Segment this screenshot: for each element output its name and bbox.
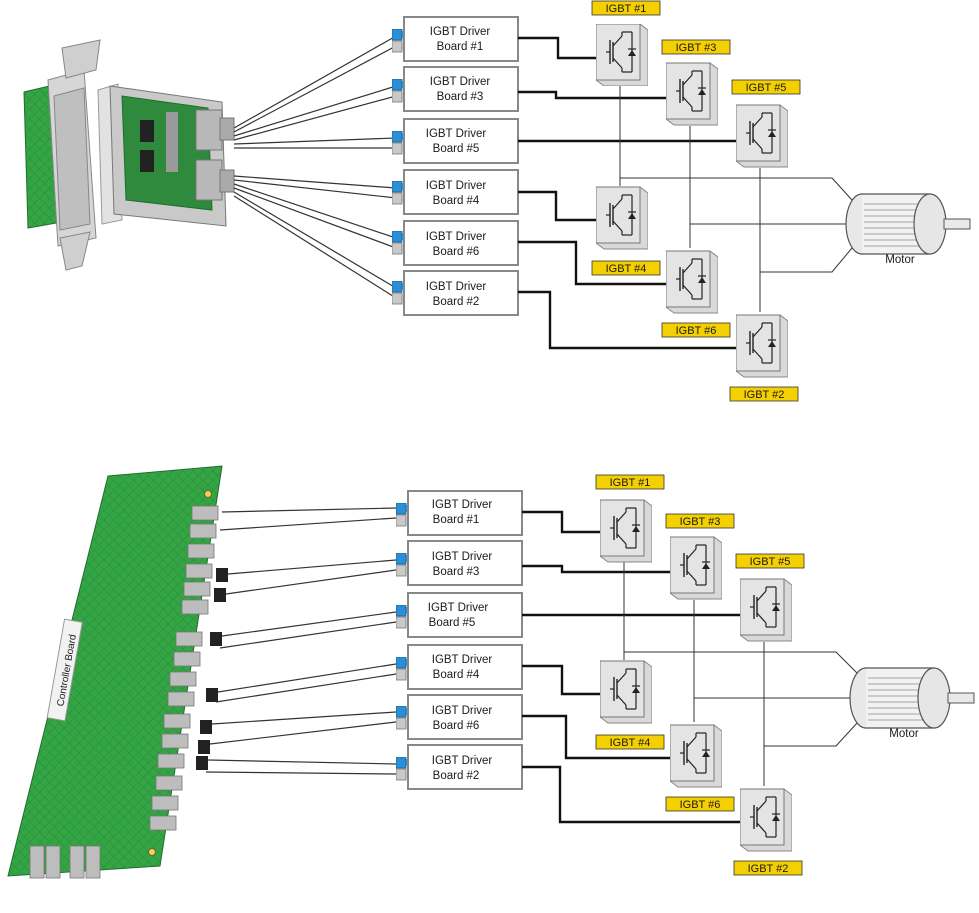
driver-board-2: IGBT Driver Board #2	[392, 270, 519, 316]
top-connector-board-photo	[23, 39, 235, 271]
igbt-tag-2: IGBT #2	[744, 389, 785, 401]
bottom-fiber-cables	[205, 507, 397, 775]
driver-board-1: IGBT Driver Board #1	[392, 16, 519, 62]
driver-board-5-line2: Board #5	[429, 617, 476, 629]
driver-board-6: IGBT Driver Board #6	[396, 694, 523, 740]
driver-board-1: IGBT Driver Board #1	[396, 490, 523, 536]
driver-board-1-line2: Board #1	[433, 514, 480, 526]
top-igbt-tags: IGBT #1 IGBT #3 IGBT #5 IGBT #4 IGBT #6 …	[591, 0, 801, 402]
driver-board-3-line2: Board #3	[433, 566, 480, 578]
driver-board-4: IGBT Driver Board #4	[396, 644, 523, 690]
driver-board-6-line2: Board #6	[433, 720, 480, 732]
motor-label: Motor	[885, 254, 915, 266]
igbt-tag-3: IGBT #3	[676, 42, 717, 54]
driver-board-1-line1: IGBT Driver	[430, 26, 491, 38]
driver-board-5: IGBT Driver Board #5	[392, 118, 519, 164]
driver-board-2-line2: Board #2	[433, 296, 480, 308]
driver-board-3-line1: IGBT Driver	[430, 76, 491, 88]
driver-board-6-line1: IGBT Driver	[432, 705, 493, 717]
controller-board-photo: Controller Board	[7, 465, 228, 879]
bottom-gate-wires	[522, 510, 742, 824]
top-gate-wires	[518, 36, 738, 350]
bottom-power-bus	[623, 560, 859, 786]
driver-board-4-line2: Board #4	[433, 195, 480, 207]
driver-board-1-line2: Board #1	[437, 41, 484, 53]
igbt-tag-4: IGBT #4	[606, 263, 647, 275]
top-fiber-cables	[233, 35, 397, 299]
bottom-igbt-tags: IGBT #1 IGBT #3 IGBT #5 IGBT #4 IGBT #6 …	[595, 474, 805, 876]
top-diagram: IGBT Driver Board #1 IGBT Driver Board #…	[23, 0, 971, 402]
igbt-tag-1: IGBT #1	[610, 477, 651, 489]
driver-board-1-line1: IGBT Driver	[432, 499, 493, 511]
driver-board-2: IGBT Driver Board #2	[396, 744, 523, 790]
igbt-tag-3: IGBT #3	[680, 516, 721, 528]
driver-board-3-line2: Board #3	[437, 91, 484, 103]
driver-board-4-line2: Board #4	[433, 669, 480, 681]
driver-board-4-line1: IGBT Driver	[426, 180, 487, 192]
driver-board-2-line2: Board #2	[433, 770, 480, 782]
motor-label: Motor	[889, 728, 919, 740]
igbt-tag-6: IGBT #6	[676, 325, 717, 337]
bottom-motor: Motor	[849, 667, 975, 740]
driver-board-6-line1: IGBT Driver	[426, 231, 487, 243]
driver-board-5: IGBT Driver Board #5	[396, 592, 523, 638]
bottom-diagram: Controller Board	[7, 465, 975, 879]
igbt-tag-4: IGBT #4	[610, 737, 651, 749]
igbt-tag-2: IGBT #2	[748, 863, 789, 875]
driver-board-4: IGBT Driver Board #4	[392, 169, 519, 215]
driver-board-3: IGBT Driver Board #3	[392, 66, 519, 112]
driver-board-4-line1: IGBT Driver	[432, 654, 493, 666]
driver-board-6: IGBT Driver Board #6	[392, 220, 519, 266]
igbt-tag-5: IGBT #5	[750, 556, 791, 568]
driver-board-5-line2: Board #5	[433, 143, 480, 155]
igbt-tag-6: IGBT #6	[680, 799, 721, 811]
driver-board-3-line1: IGBT Driver	[432, 551, 493, 563]
driver-board-2-line1: IGBT Driver	[426, 281, 487, 293]
top-driver-boards: IGBT Driver Board #1 IGBT Driver Board #…	[392, 16, 519, 316]
bottom-driver-boards: IGBT Driver Board #1 IGBT Driver Board #…	[396, 490, 523, 790]
driver-board-6-line2: Board #6	[433, 246, 480, 258]
driver-board-3: IGBT Driver Board #3	[396, 540, 523, 586]
top-motor: Motor	[845, 193, 971, 266]
top-power-bus	[619, 84, 853, 312]
driver-board-5-line1: IGBT Driver	[426, 128, 487, 140]
driver-board-2-line1: IGBT Driver	[432, 755, 493, 767]
igbt-tag-5: IGBT #5	[746, 82, 787, 94]
driver-board-5-line1: IGBT Driver	[428, 602, 489, 614]
igbt-tag-1: IGBT #1	[606, 3, 647, 15]
